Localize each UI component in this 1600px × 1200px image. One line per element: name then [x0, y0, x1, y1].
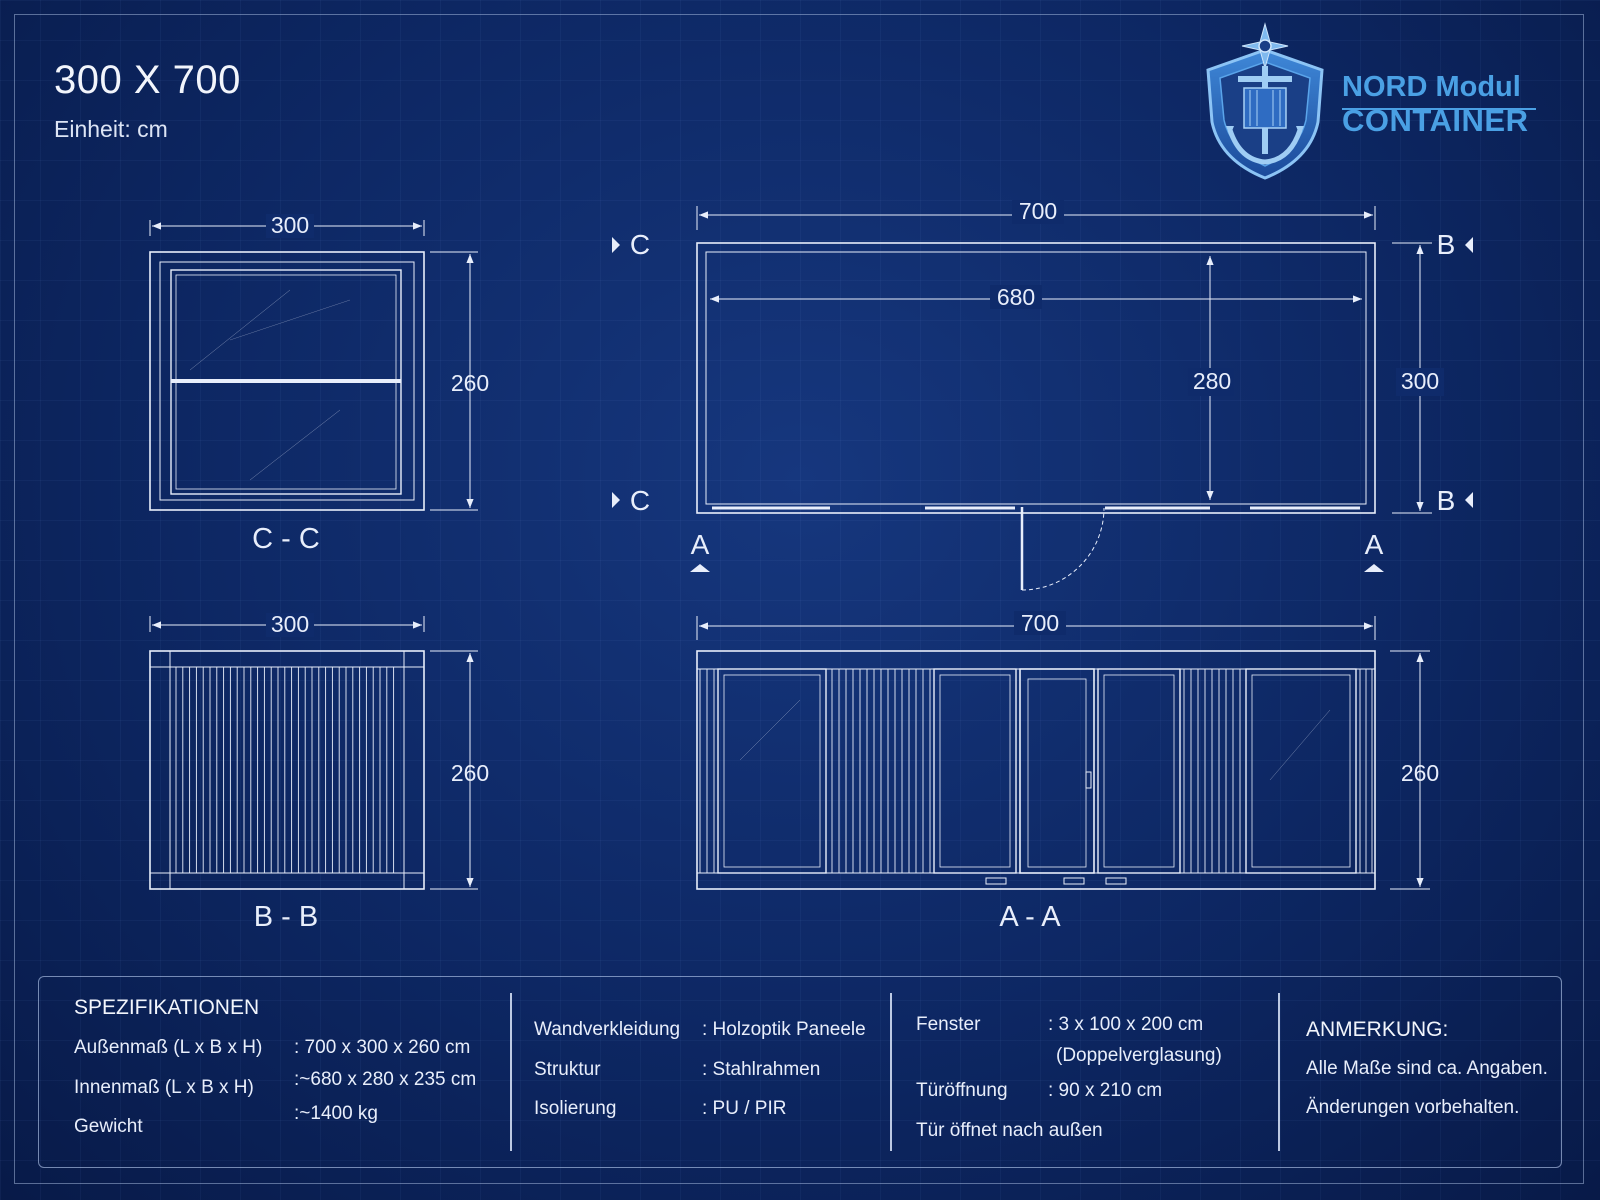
- spec-label-cladding: Wandverkleidung: [534, 1019, 681, 1040]
- spec-value-outer: : 700 x 300 x 260 cm: [294, 1037, 471, 1058]
- spec-label-window: Fenster: [916, 1014, 981, 1035]
- spec-label-inner: Innenmaß (L x B x H): [74, 1077, 254, 1098]
- section-bb-view: [149, 616, 478, 890]
- cc-height-label: 260: [451, 370, 489, 396]
- spec-value-cladding: : Holzoptik Paneele: [702, 1019, 866, 1040]
- plan-length-label: 700: [1019, 198, 1057, 224]
- aa-length-label: 700: [1021, 610, 1059, 636]
- section-marker-b-bottom: B: [1437, 485, 1456, 516]
- section-marker-c-bottom: C: [630, 485, 650, 516]
- brand-name: NORD Modul: [1342, 71, 1521, 103]
- cc-view-title: C - C: [252, 523, 320, 555]
- spec-label-structure: Struktur: [534, 1059, 601, 1080]
- plan-width-label: 300: [1401, 368, 1439, 394]
- spec-value-window: : 3 x 100 x 200 cm: [1048, 1014, 1204, 1035]
- floor-plan-view: [612, 206, 1473, 591]
- bb-view-title: B - B: [254, 901, 318, 933]
- note-line-1: Alle Maße sind ca. Angaben.: [1306, 1058, 1548, 1079]
- unit-label: Einheit: cm: [54, 116, 168, 142]
- spec-divider: [890, 993, 892, 1151]
- spec-door-note: Tür öffnet nach außen: [916, 1120, 1103, 1141]
- plan-inner-length-label: 680: [997, 284, 1035, 310]
- section-marker-c-top: C: [630, 229, 650, 260]
- spec-label-outer: Außenmaß (L x B x H): [74, 1037, 263, 1058]
- cc-width-label: 300: [271, 212, 309, 238]
- page-title: 300 X 700: [54, 58, 241, 102]
- aa-height-label: 260: [1401, 760, 1439, 786]
- bb-width-label: 300: [271, 611, 309, 637]
- spec-value-insulation: : PU / PIR: [702, 1098, 787, 1119]
- spec-heading: SPEZIFIKATIONEN: [74, 996, 260, 1019]
- section-marker-a-right: A: [1365, 529, 1384, 560]
- spec-value-inner: :~680 x 280 x 235 cm: [294, 1069, 477, 1090]
- spec-divider: [1278, 993, 1280, 1151]
- spec-window-note: (Doppelverglasung): [1056, 1045, 1222, 1066]
- spec-label-insulation: Isolierung: [534, 1098, 617, 1119]
- anchor-shield-icon: [1206, 22, 1324, 180]
- outer-frame: [14, 14, 1584, 1184]
- bb-height-label: 260: [451, 760, 489, 786]
- plan-inner-width-label: 280: [1193, 368, 1231, 394]
- spec-label-door: Türöffnung: [916, 1080, 1008, 1101]
- elevation-aa-view: [696, 616, 1430, 890]
- spec-value-weight: :~1400 kg: [294, 1103, 378, 1124]
- technical-drawing: 300 260 C - C 300 260 B - B 700 680 280 …: [149, 198, 1473, 933]
- note-line-2: Änderungen vorbehalten.: [1306, 1097, 1520, 1118]
- spec-divider: [510, 993, 512, 1151]
- aa-view-title: A - A: [999, 901, 1061, 933]
- spec-value-door: : 90 x 210 cm: [1048, 1080, 1163, 1101]
- section-cc-view: [149, 220, 478, 511]
- specifications-panel: [38, 976, 1562, 1168]
- spec-label-weight: Gewicht: [74, 1116, 143, 1137]
- brand-rule: [1342, 108, 1536, 110]
- section-marker-b-top: B: [1437, 229, 1456, 260]
- note-heading: ANMERKUNG:: [1306, 1018, 1449, 1041]
- section-marker-a-left: A: [691, 529, 710, 560]
- spec-value-structure: : Stahlrahmen: [702, 1059, 821, 1080]
